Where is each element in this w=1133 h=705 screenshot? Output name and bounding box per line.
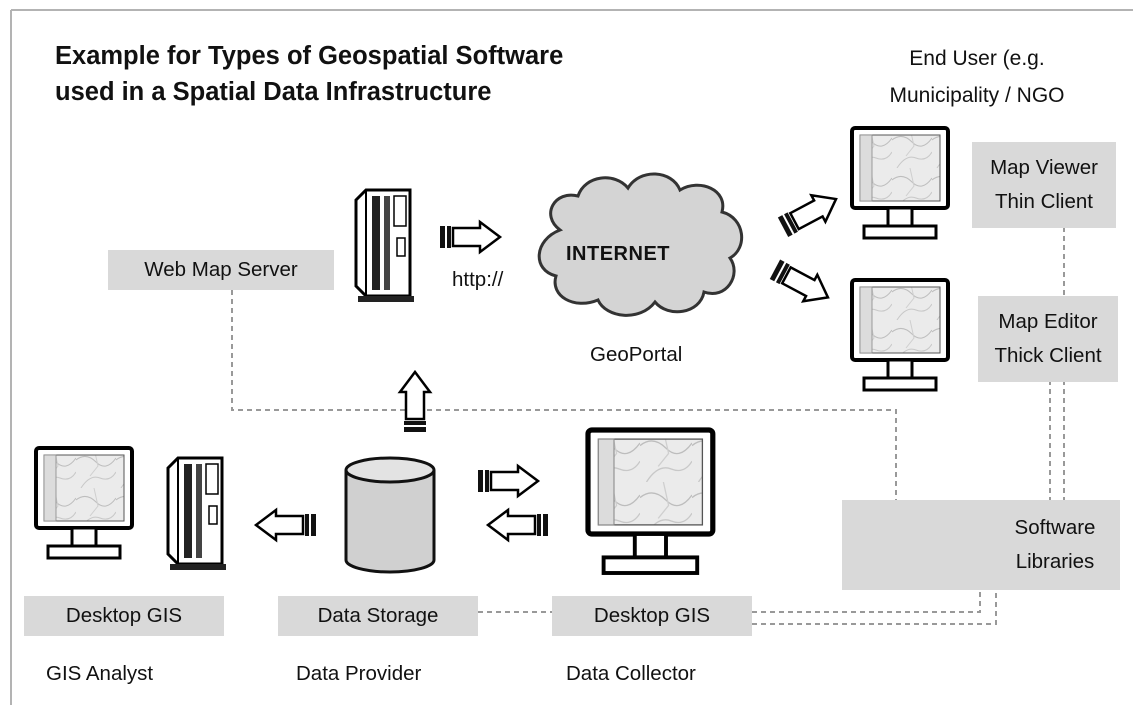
data-collector-label: Data Collector (566, 662, 696, 685)
software-libraries-line-2: Libraries (1015, 550, 1095, 573)
internet-label: INTERNET (566, 243, 670, 265)
desktop-gis-collector-label: Desktop GIS (552, 596, 752, 636)
arrow-storage-to-analyst-icon (254, 508, 318, 542)
web-map-server-label: Web Map Server (108, 250, 334, 290)
arrow-internet-to-viewer-icon (774, 184, 845, 242)
connector-desktop-gis-2 (752, 590, 997, 625)
web-map-server-icon (354, 188, 416, 304)
map-viewer-line-1: Map Viewer (990, 156, 1098, 179)
title-line-2: used in a Spatial Data Infrastructure (55, 78, 492, 106)
arrow-internet-to-editor-icon (766, 254, 837, 312)
data-provider-label: Data Provider (296, 662, 422, 685)
end-user-label: End User (e.g. Municipality / NGO (842, 40, 1112, 114)
software-libraries-line-1: Software (1014, 516, 1096, 539)
desktop-gis-analyst-monitor-icon (34, 446, 134, 560)
connector-web-map-server (231, 290, 897, 508)
arrow-server-to-internet-icon (438, 220, 502, 254)
arrow-storage-to-server-icon (398, 370, 432, 434)
title-line-1: Example for Types of Geospatial Software (55, 42, 564, 70)
map-viewer-label: Map Viewer Thin Client (972, 142, 1116, 228)
end-user-line-1: End User (e.g. (909, 47, 1045, 70)
data-storage-label: Data Storage (278, 596, 478, 636)
map-viewer-monitor-icon (850, 126, 950, 240)
end-user-line-2: Municipality / NGO (889, 84, 1065, 107)
connector-desktop-gis-1 (752, 590, 981, 613)
map-viewer-line-2: Thin Client (995, 190, 1093, 213)
diagram-title: Example for Types of Geospatial Software… (55, 38, 563, 110)
desktop-gis-collector-monitor-icon (588, 430, 713, 573)
arrow-storage-to-collector-icon (476, 464, 540, 498)
geoportal-label: GeoPortal (590, 343, 683, 366)
map-editor-monitor-icon (850, 278, 950, 392)
cloud-icon (537, 172, 744, 317)
software-libraries-box: Software Libraries (842, 500, 1120, 590)
http-label: http:// (452, 268, 504, 291)
arrow-collector-to-storage-icon (486, 508, 550, 542)
map-editor-label: Map Editor Thick Client (978, 296, 1118, 382)
gis-analyst-label: GIS Analyst (46, 662, 154, 685)
database-cylinder-icon (344, 456, 436, 574)
analyst-server-icon (166, 456, 228, 572)
map-editor-line-2: Thick Client (994, 344, 1102, 367)
desktop-gis-analyst-label: Desktop GIS (24, 596, 224, 636)
map-editor-line-1: Map Editor (998, 310, 1098, 333)
